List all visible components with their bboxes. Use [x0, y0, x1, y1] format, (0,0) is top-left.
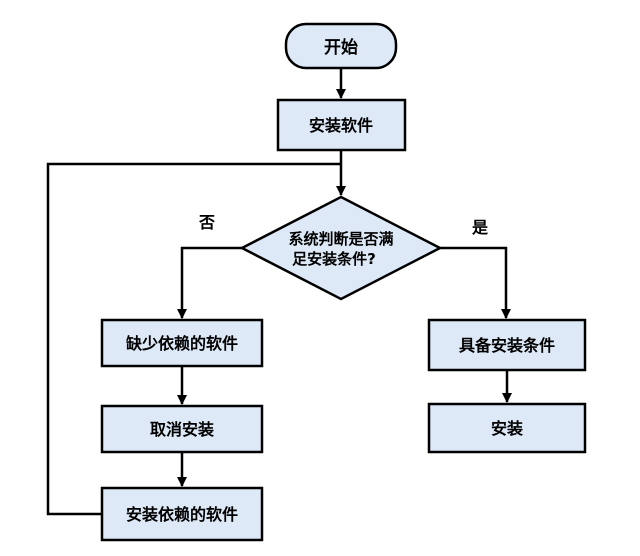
- decision-label-line2: 足安装条件?: [292, 250, 376, 268]
- cancel-install-label: 取消安装: [150, 420, 214, 439]
- install-software-node: [276, 98, 407, 152]
- missing-dependency-label: 缺少依赖的软件: [126, 334, 238, 353]
- missing-dependency-node: [100, 318, 264, 368]
- has-conditions-label: 具备安装条件: [459, 336, 555, 355]
- decision-label-line1: 系统判断是否满: [288, 230, 393, 248]
- start-label: 开始: [324, 37, 358, 58]
- install-software-label: 安装软件: [309, 116, 373, 135]
- loop-back-line: [46, 162, 341, 516]
- install-label: 安装: [491, 419, 523, 438]
- install-node: [427, 402, 587, 454]
- install-dependency-label: 安装依赖的软件: [126, 505, 238, 524]
- edge-label-yes: 是: [471, 218, 488, 237]
- edge-label-no: 否: [198, 213, 215, 232]
- arrow-yes-branch: [440, 246, 511, 319]
- decision-node: [239, 195, 443, 301]
- cancel-install-node: [100, 404, 264, 454]
- arrow-no-branch: [177, 246, 242, 319]
- install-dependency-node: [100, 486, 264, 542]
